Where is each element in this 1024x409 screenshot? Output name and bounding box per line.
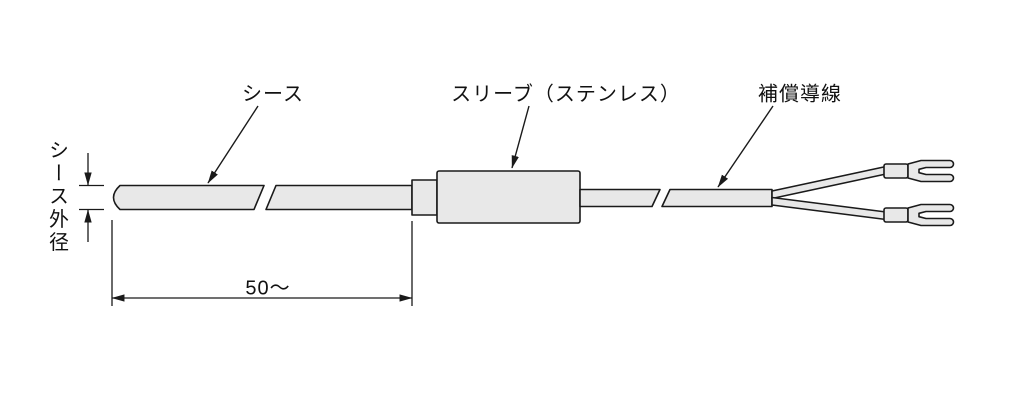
lead-wire-left-segment — [579, 188, 661, 208]
sheath-left-segment — [112, 184, 265, 211]
lower-branch-wire — [771, 196, 887, 221]
sheath-outer-diameter-label: シース外径 — [45, 139, 68, 255]
sheath-label: シース — [242, 83, 304, 106]
sleeve-leader-line — [511, 105, 530, 169]
sleeve-collar — [411, 179, 438, 216]
lead-leader-line — [717, 105, 774, 188]
sheath-right-segment — [265, 184, 413, 211]
upper-terminal-barrel — [883, 163, 909, 179]
length-dimension-label: 50～ — [245, 277, 291, 300]
sleeve-label: スリーブ（ステンレス） — [451, 83, 681, 106]
compensation-lead-label: 補償導線 — [758, 83, 842, 106]
lead-wire-right-segment — [661, 188, 773, 208]
lower-terminal-barrel — [883, 207, 909, 223]
sleeve-body — [436, 170, 581, 224]
lower-fork-terminal — [907, 203, 955, 227]
upper-branch-wire — [771, 165, 887, 200]
sheath-leader-line — [207, 105, 259, 184]
upper-fork-terminal — [907, 159, 955, 183]
